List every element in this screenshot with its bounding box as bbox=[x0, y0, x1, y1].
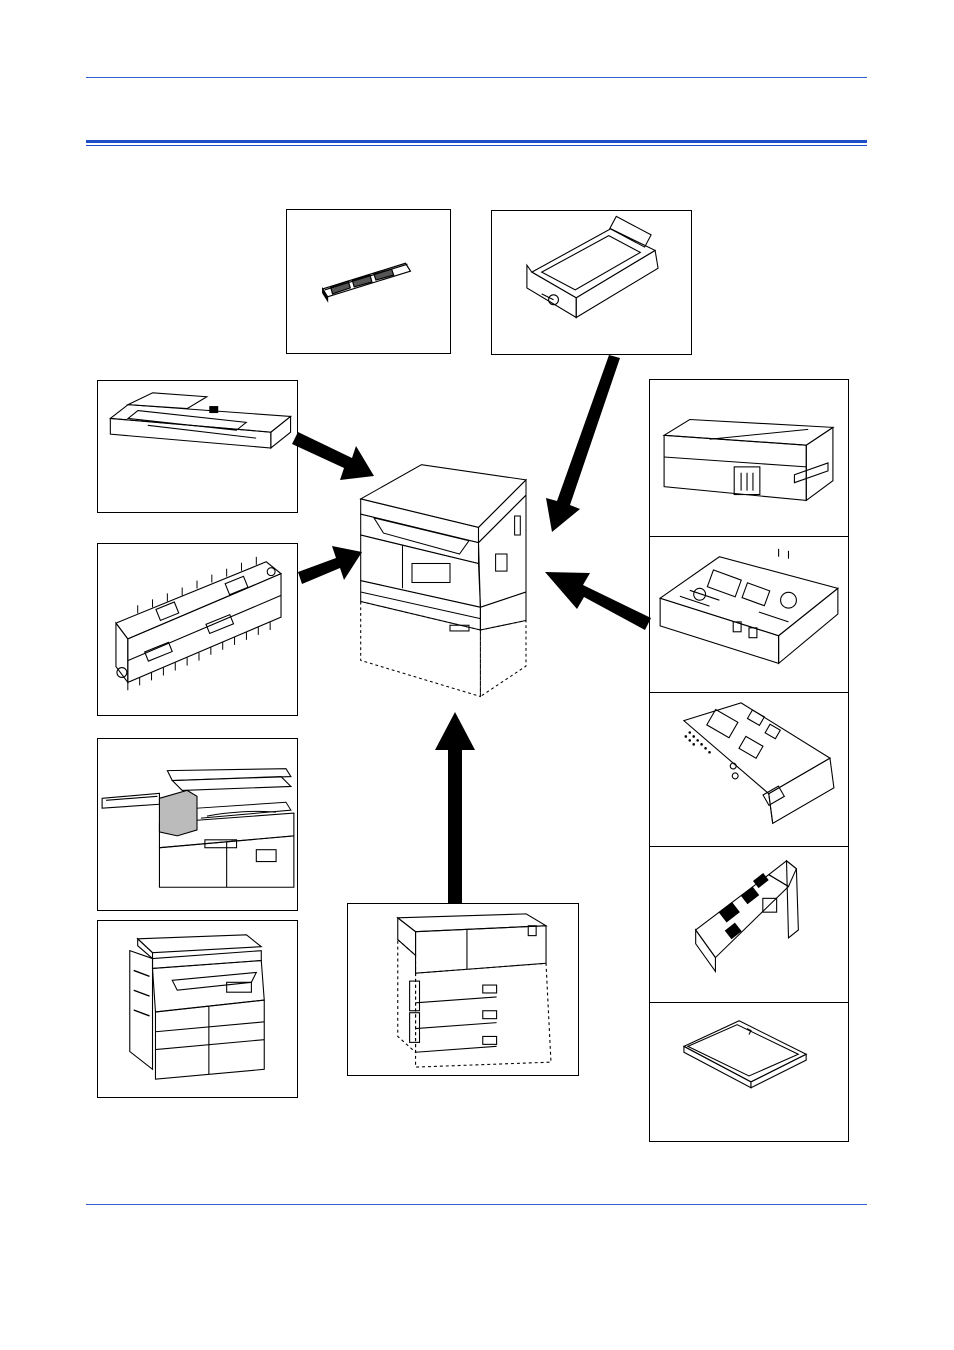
option-compact-flash-card bbox=[649, 1002, 849, 1142]
option-hard-disk bbox=[491, 210, 692, 355]
job-separator-illustration bbox=[129, 934, 265, 1080]
printer-board-illustration bbox=[658, 548, 840, 665]
serial-interface-card-illustration bbox=[694, 859, 799, 974]
footer-rule bbox=[86, 1204, 867, 1205]
option-job-separator bbox=[97, 920, 298, 1098]
fax-kit-cover-illustration bbox=[662, 418, 835, 502]
arrow-from-paper-feeder bbox=[448, 748, 462, 904]
hard-disk-illustration bbox=[526, 215, 659, 319]
option-document-finisher bbox=[97, 738, 298, 911]
paper-feeder-illustration bbox=[396, 913, 552, 1068]
duplex-unit-illustration bbox=[115, 556, 283, 691]
compact-flash-card-illustration bbox=[682, 1020, 808, 1089]
arrow-from-hard-disk bbox=[546, 355, 620, 532]
document-finisher-illustration bbox=[101, 768, 295, 888]
option-fax-kit-cover bbox=[649, 379, 849, 537]
option-paper-feeder bbox=[347, 903, 579, 1076]
section-heading-rule-thin bbox=[86, 145, 867, 146]
option-document-processor bbox=[97, 380, 298, 513]
arrow-from-duplex-unit bbox=[298, 546, 362, 584]
memory-module-illustration bbox=[321, 262, 412, 303]
option-printer-board bbox=[649, 536, 849, 694]
option-memory-module bbox=[286, 209, 451, 354]
section-heading-rule bbox=[86, 140, 867, 143]
option-network-interface-card bbox=[649, 692, 849, 850]
arrow-from-printer-board bbox=[545, 572, 651, 630]
option-serial-interface-card bbox=[649, 846, 849, 1004]
copier-main-unit-illustration bbox=[359, 464, 528, 698]
header-rule bbox=[86, 77, 867, 78]
document-processor-illustration bbox=[108, 392, 292, 450]
network-interface-card-illustration bbox=[682, 702, 835, 825]
option-duplex-unit bbox=[97, 543, 298, 716]
